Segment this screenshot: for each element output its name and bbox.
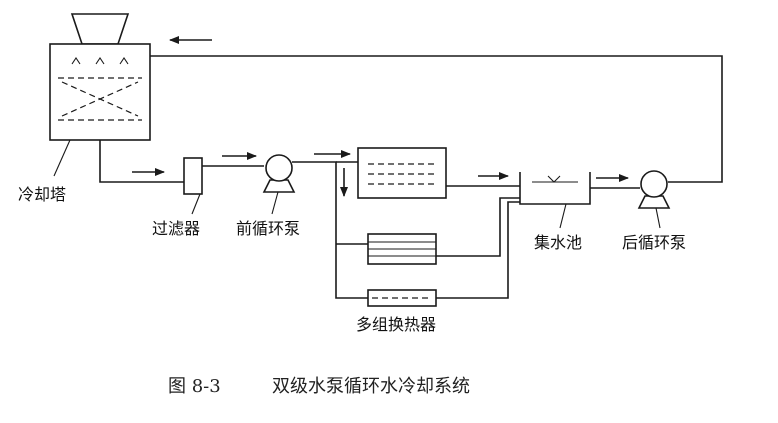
rear-pump bbox=[637, 170, 671, 209]
cooling-tower-fan bbox=[70, 13, 130, 45]
heat-exchanger-tank bbox=[357, 147, 447, 199]
label-front-pump: 前循环泵 bbox=[236, 219, 300, 238]
label-cooling-tower: 冷却塔 bbox=[18, 185, 66, 204]
filter-unit bbox=[183, 157, 203, 195]
front-pump bbox=[262, 154, 296, 193]
heat-exchanger-middle bbox=[367, 233, 437, 265]
label-filter: 过滤器 bbox=[152, 219, 200, 238]
caption-title: 双级水泵循环水冷却系统 bbox=[272, 376, 470, 397]
collection-pool bbox=[519, 172, 591, 205]
cooling-tower-body bbox=[49, 43, 151, 141]
label-collection-pool: 集水池 bbox=[534, 233, 582, 252]
heat-exchanger-bottom bbox=[367, 289, 437, 307]
label-rear-pump: 后循环泵 bbox=[622, 233, 686, 252]
caption-number: 图 8-3 bbox=[168, 376, 221, 397]
label-heat-exchangers: 多组换热器 bbox=[356, 315, 436, 334]
cooling-tower bbox=[49, 13, 151, 141]
